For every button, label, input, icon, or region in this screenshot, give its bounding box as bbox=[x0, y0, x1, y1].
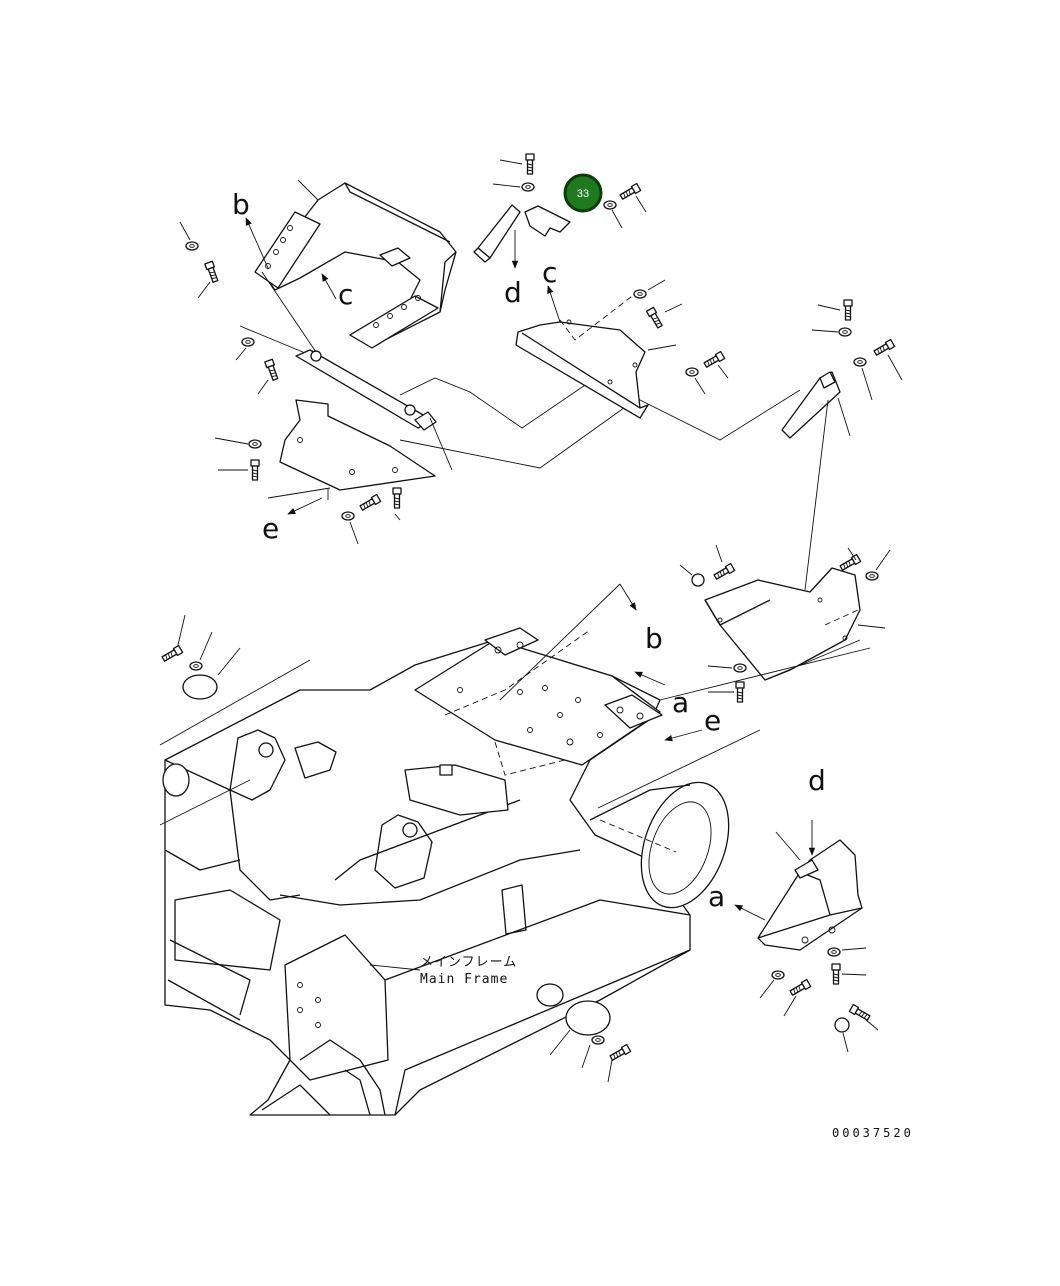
main-frame-label: メインフレーム Main Frame bbox=[369, 955, 517, 987]
ref-letter-d-upper: d bbox=[504, 276, 522, 309]
upper-left-plate bbox=[214, 399, 436, 545]
right-bracket-upper bbox=[781, 299, 903, 591]
upper-left-bar bbox=[261, 271, 453, 471]
upper-center-bracket: d bbox=[473, 153, 647, 309]
ref-letter-a-lower: a bbox=[708, 880, 725, 913]
upper-center-plate: c bbox=[515, 256, 729, 419]
ref-letter-c-left: c bbox=[338, 278, 353, 311]
upper-left-cover bbox=[254, 179, 457, 349]
main-frame-label-en: Main Frame bbox=[420, 972, 508, 987]
ref-letter-a-upper: a bbox=[672, 686, 689, 719]
drawing-number: 00037520 bbox=[832, 1126, 914, 1140]
main-frame bbox=[162, 627, 730, 1116]
lower-right-bracket: d a bbox=[708, 764, 879, 1053]
callout-33[interactable]: 33 bbox=[563, 173, 603, 213]
ref-letter-e-upper: e bbox=[262, 512, 279, 545]
ref-letter-b-lower: b bbox=[645, 622, 663, 655]
ref-letter-c-upper: c bbox=[542, 256, 557, 289]
main-frame-hardware bbox=[160, 614, 632, 1083]
callout-33-number: 33 bbox=[577, 188, 589, 200]
right-cover-mid bbox=[679, 544, 891, 703]
ref-letter-d-lower: d bbox=[808, 764, 826, 797]
ref-letter-b-upper: b bbox=[232, 188, 250, 221]
ref-letter-e-lower: e bbox=[704, 704, 721, 737]
main-frame-label-jp: メインフレーム bbox=[420, 955, 517, 970]
upper-left-hardware bbox=[179, 221, 311, 395]
